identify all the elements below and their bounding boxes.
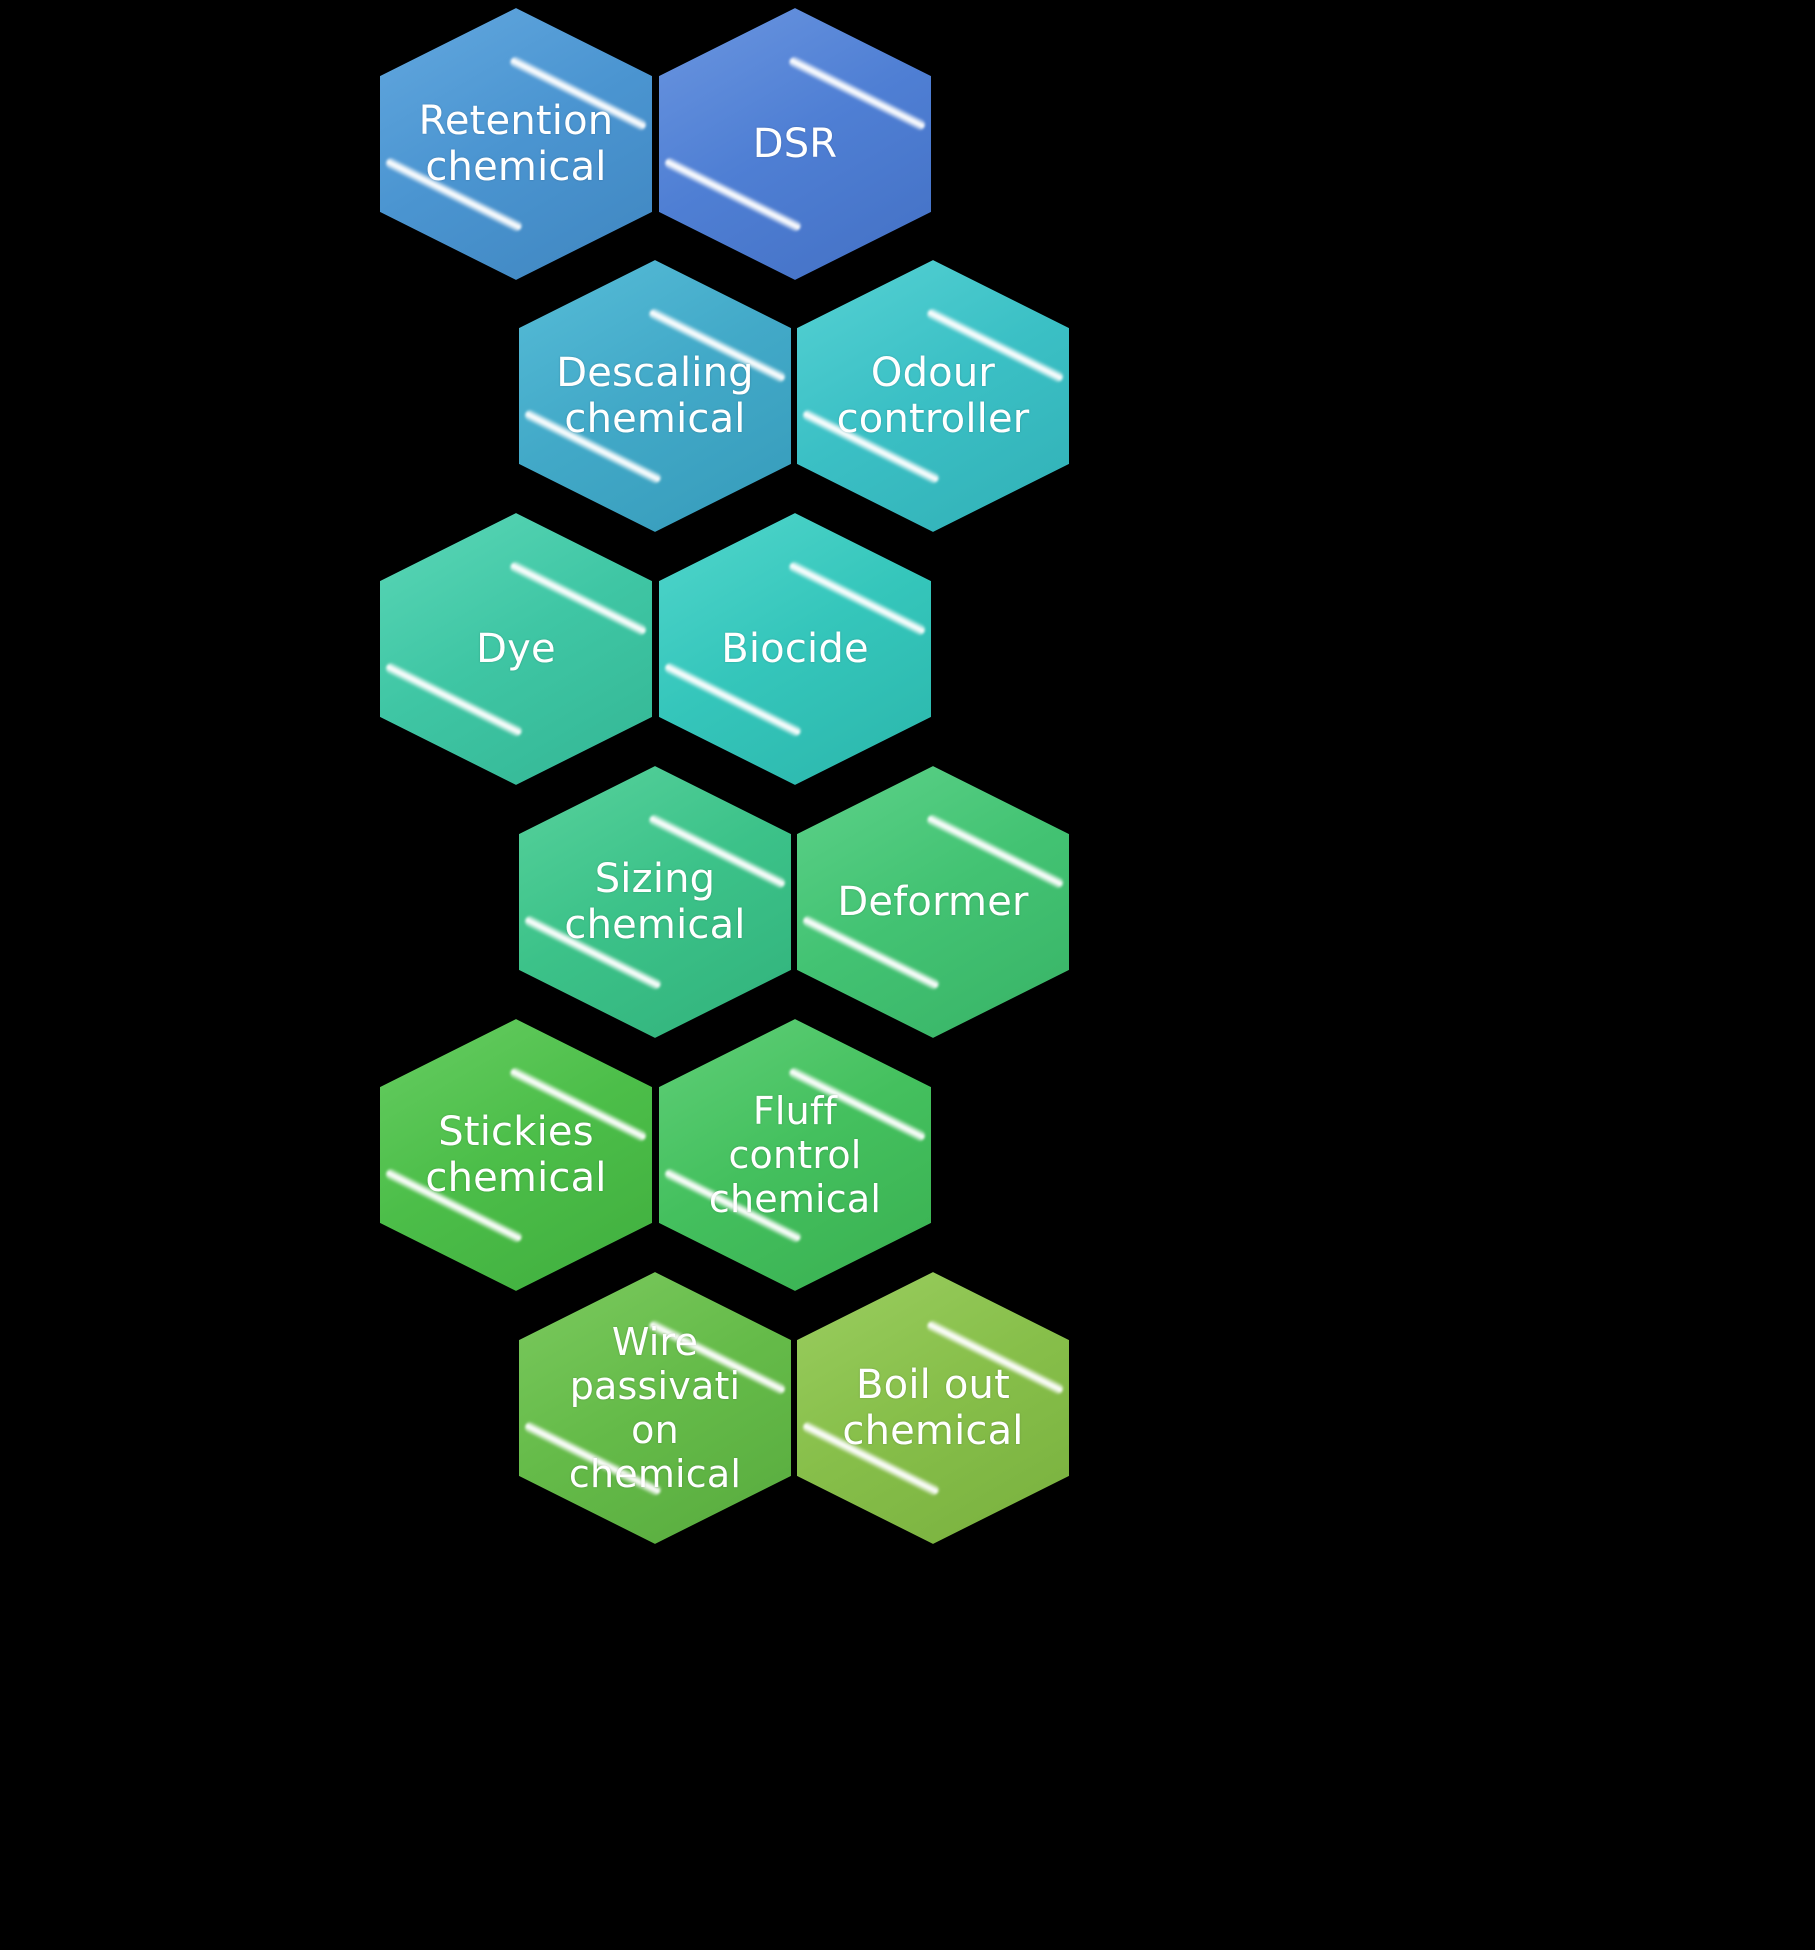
hexagon-dye[interactable]: Dye xyxy=(380,513,652,785)
hexagon-deformer[interactable]: Deformer xyxy=(797,766,1069,1038)
hexagon-face-wire-passivation-chemical xyxy=(519,1272,791,1544)
hexagon-label-dye: Dye xyxy=(476,625,556,672)
hexagon-biocide[interactable]: Biocide xyxy=(659,513,931,785)
hexagon-label-descaling-chemical: Descaling chemical xyxy=(556,349,754,442)
hexagon-label-wire-passivation-chemical: Wire passivati on chemical xyxy=(568,1319,742,1497)
hexagon-retention-chemical[interactable]: Retention chemical xyxy=(380,8,652,280)
hexagon-stickies-chemical[interactable]: Stickies chemical xyxy=(380,1019,652,1291)
hexagon-label-dsr: DSR xyxy=(752,120,838,167)
hexagon-descaling-chemical[interactable]: Descaling chemical xyxy=(519,260,791,532)
hexagon-label-boil-out-chemical: Boil out chemical xyxy=(842,1361,1024,1454)
hexagon-sizing-chemical[interactable]: Sizing chemical xyxy=(519,766,791,1038)
hexagon-fluff-control-chemical[interactable]: Fluff control chemical xyxy=(659,1019,931,1291)
hexagon-face-fluff-control-chemical xyxy=(659,1019,931,1291)
hexagon-odour-controller[interactable]: Odour controller xyxy=(797,260,1069,532)
hexagon-face-descaling-chemical xyxy=(519,260,791,532)
hexagon-label-biocide: Biocide xyxy=(721,625,869,672)
hexagon-face-odour-controller xyxy=(797,260,1069,532)
hexagon-label-odour-controller: Odour controller xyxy=(836,349,1030,442)
hexagon-wire-passivation-chemical[interactable]: Wire passivati on chemical xyxy=(519,1272,791,1544)
hexagon-face-boil-out-chemical xyxy=(797,1272,1069,1544)
hexagon-label-sizing-chemical: Sizing chemical xyxy=(564,855,746,948)
hexagon-label-deformer: Deformer xyxy=(837,878,1029,925)
hexagon-face-stickies-chemical xyxy=(380,1019,652,1291)
hexagon-label-stickies-chemical: Stickies chemical xyxy=(425,1108,607,1201)
hexagon-dsr[interactable]: DSR xyxy=(659,8,931,280)
hexagon-label-fluff-control-chemical: Fluff control chemical xyxy=(708,1088,882,1222)
hexagon-boil-out-chemical[interactable]: Boil out chemical xyxy=(797,1272,1069,1544)
hexagon-label-retention-chemical: Retention chemical xyxy=(418,97,614,190)
